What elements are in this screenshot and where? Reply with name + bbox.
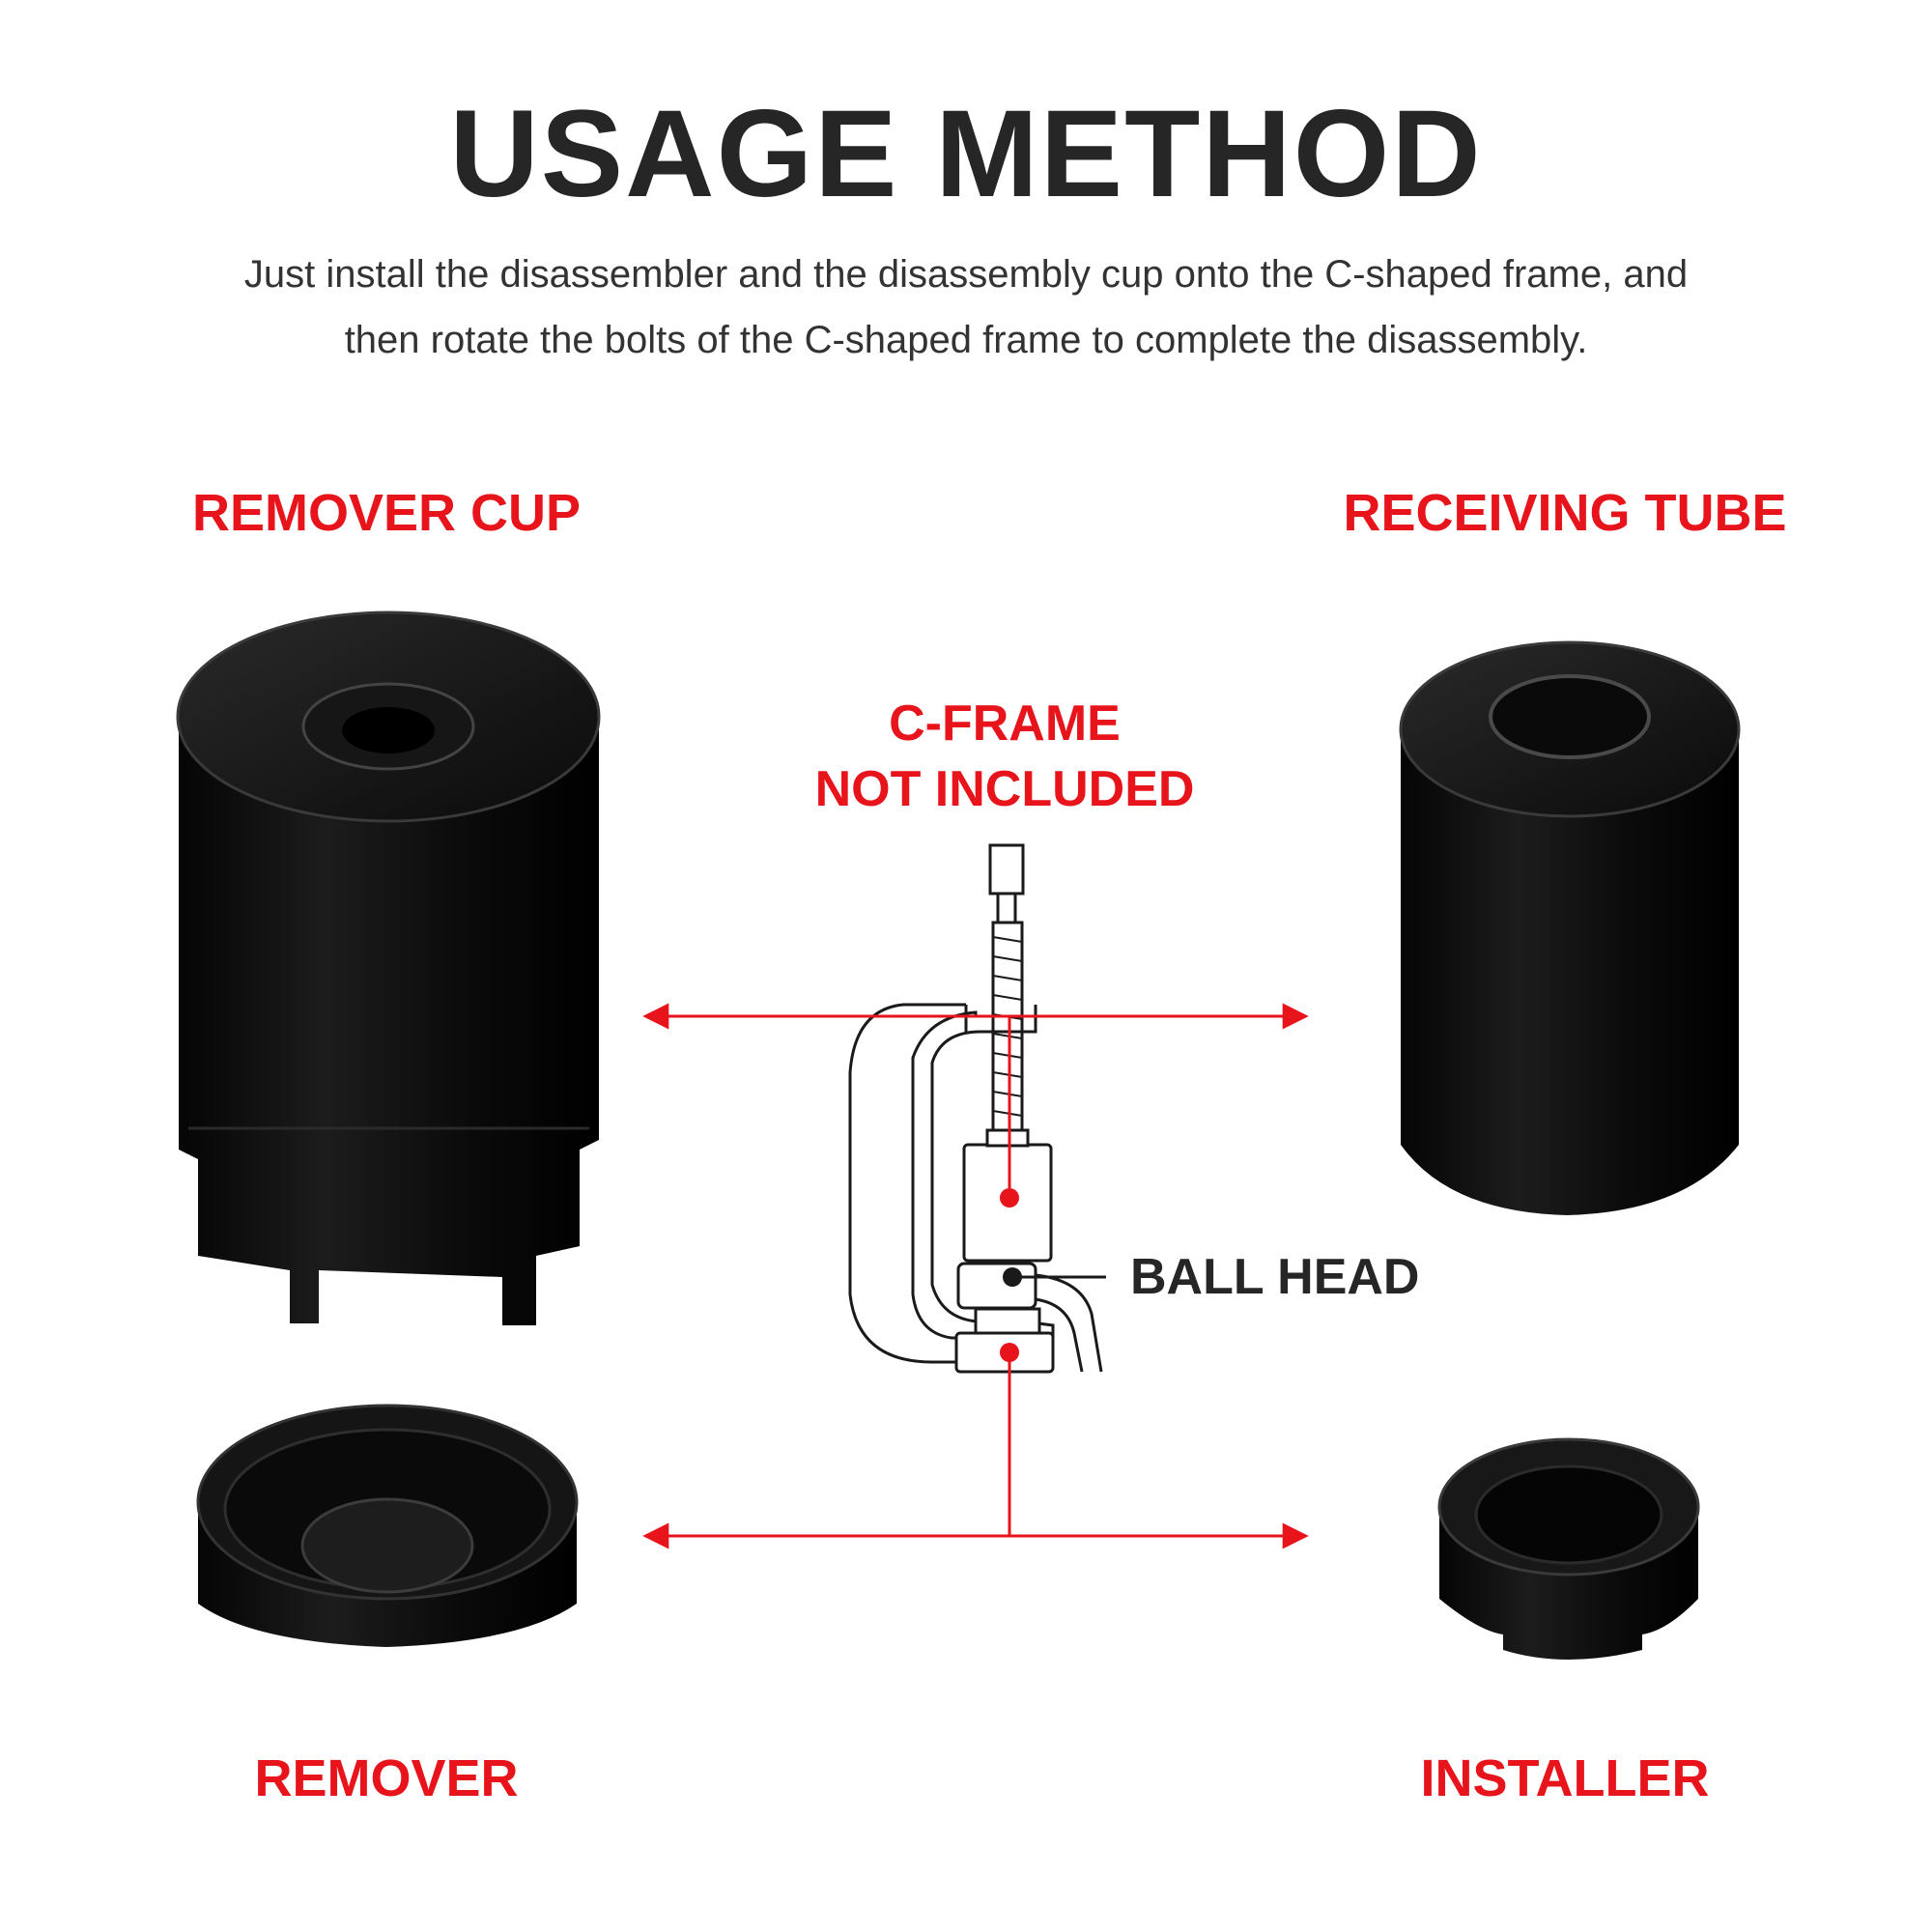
lower-contact-dot [1000,1343,1019,1362]
label-c-frame: C-FRAME NOT INCLUDED [773,691,1236,822]
subtitle-line-2: then rotate the bolts of the C-shaped fr… [344,319,1588,361]
c-frame-illustration [848,843,1103,1374]
ball-head-dot [1003,1267,1022,1287]
remover-part [196,1404,579,1647]
connector-lines [642,1003,1309,1549]
page-title: USAGE METHOD [449,85,1483,223]
label-c-frame-line-2: NOT INCLUDED [814,761,1195,817]
label-c-frame-line-1: C-FRAME [889,696,1121,752]
remover-cup-part [176,611,601,1325]
installer-part [1437,1437,1700,1660]
label-installer: INSTALLER [1420,1749,1710,1807]
label-ball-head: BALL HEAD [1130,1249,1420,1305]
label-receiving-tube: RECEIVING TUBE [1343,484,1787,542]
upper-contact-dot [1000,1188,1019,1208]
receiving-tube-part [1399,640,1741,1215]
label-remover: REMOVER [254,1749,519,1807]
label-remover-cup: REMOVER CUP [191,484,582,542]
subtitle-line-1: Just install the disassembler and the di… [243,253,1689,296]
page-subtitle: Just install the disassembler and the di… [155,242,1777,373]
